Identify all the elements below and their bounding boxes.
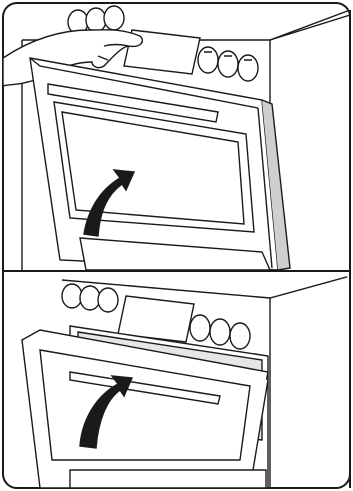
lower-drawer-2 [70,470,266,488]
knob-group-left-2 [62,284,118,312]
